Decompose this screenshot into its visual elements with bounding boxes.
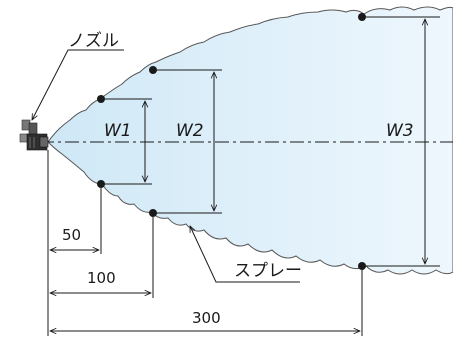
w2-top-point (149, 66, 157, 74)
dist-100-label: 100 (87, 269, 116, 287)
spray-leader (189, 226, 300, 283)
dist-300-label: 300 (192, 309, 221, 327)
spray-plume (47, 6, 453, 275)
w3-top-point (358, 13, 366, 21)
w1-bottom-point (97, 180, 105, 188)
dist-50-label: 50 (62, 226, 81, 244)
spray-label: スプレー (234, 261, 302, 281)
w2-bottom-point (149, 209, 157, 217)
w1-top-point (97, 95, 105, 103)
w3-label: W3 (386, 121, 414, 141)
w2-label: W2 (176, 121, 204, 141)
nozzle-leader (32, 49, 124, 120)
nozzle-icon (19, 119, 49, 151)
w3-bottom-point (358, 262, 366, 270)
w1-label: W1 (104, 121, 132, 141)
nozzle-label: ノズル (68, 31, 119, 51)
